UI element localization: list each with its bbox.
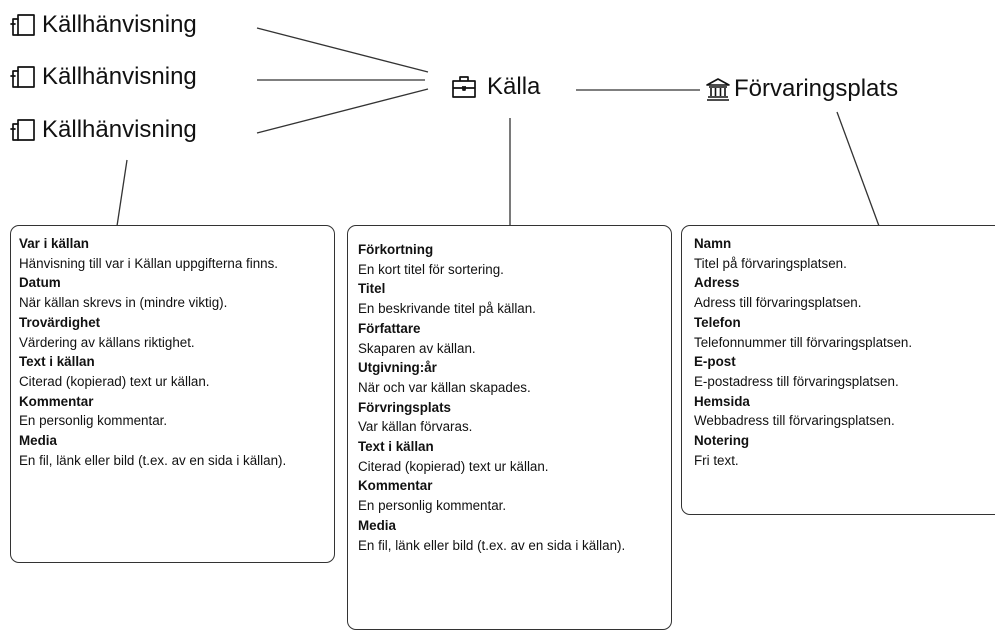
field-description: Telefonnummer till förvaringsplatsen.	[694, 334, 913, 350]
field-name: Titel	[358, 281, 386, 297]
field-name: Notering	[694, 433, 750, 449]
field-name: Författare	[358, 320, 421, 336]
citation-label: Källhänvisning	[42, 11, 197, 38]
citation-node-1: Källhänvisning	[10, 11, 197, 39]
field-name: Media	[358, 517, 396, 533]
field-description: En beskrivande titel på källan.	[358, 301, 536, 317]
citation-label: Källhänvisning	[42, 116, 197, 143]
link-repository-to-box	[836, 111, 880, 227]
field-name: Text i källan	[19, 354, 95, 370]
citation-node-3: Källhänvisning	[10, 116, 197, 144]
source-node: Källa	[451, 73, 540, 101]
link-citation-3-to-source	[256, 88, 429, 134]
field-description: Webbadress till förvaringsplatsen.	[694, 413, 895, 429]
field-name: Datum	[19, 275, 61, 291]
citation-icon	[10, 14, 35, 36]
field-description: Citerad (kopierad) text ur källan.	[358, 458, 549, 474]
link-citation-3-to-box	[116, 159, 128, 227]
field-name: Kommentar	[19, 393, 94, 409]
field-name: Utgivning:år	[358, 360, 437, 376]
field-name: Adress	[694, 275, 740, 291]
field-description: Skaparen av källan.	[358, 340, 476, 356]
field-name: Förvringsplats	[358, 399, 452, 415]
field-name: Hemsida	[694, 393, 750, 409]
citation-icon	[10, 119, 35, 141]
citation-icon	[10, 66, 35, 88]
field-description: Hänvisning till var i Källan uppgifterna…	[19, 255, 279, 271]
source-fields-box: Förkortning En kort titel för sortering. T…	[347, 225, 672, 630]
repository-label: Förvaringsplats	[734, 75, 899, 102]
field-name: Text i källan	[358, 439, 434, 455]
field-name: Var i källan	[19, 236, 89, 251]
field-name: Telefon	[694, 314, 741, 330]
field-description: Titel på förvaringsplatsen.	[694, 255, 847, 271]
repository-node: Förvaringsplats	[705, 75, 898, 103]
field-description: En kort titel för sortering.	[358, 261, 504, 277]
field-name: Media	[19, 433, 57, 449]
link-citation-1-to-source	[256, 27, 429, 73]
field-description: Citerad (kopierad) text ur källan.	[19, 373, 210, 389]
field-description: Fri text.	[694, 452, 739, 468]
field-description: En fil, länk eller bild (t.ex. av en sid…	[19, 452, 287, 468]
field-name: Kommentar	[358, 478, 433, 494]
citation-node-2: Källhänvisning	[10, 63, 197, 91]
field-name: Trovärdighet	[19, 314, 101, 330]
library-building-icon	[706, 78, 730, 101]
field-description: När källan skrevs in (mindre viktig).	[19, 295, 228, 311]
field-description: Adress till förvaringsplatsen.	[694, 295, 862, 311]
citation-label: Källhänvisning	[42, 63, 197, 90]
field-description: En personlig kommentar.	[358, 498, 507, 514]
field-name: Namn	[694, 236, 732, 251]
field-description: När och var källan skapades.	[358, 379, 531, 395]
field-name: Förkortning	[358, 242, 434, 257]
field-name: E-post	[694, 354, 736, 370]
briefcase-icon	[452, 76, 476, 98]
field-description: En personlig kommentar.	[19, 413, 168, 429]
field-description: Var källan förvaras.	[358, 419, 473, 435]
field-description: Värdering av källans riktighet.	[19, 334, 195, 350]
field-description: En fil, länk eller bild (t.ex. av en sid…	[358, 537, 626, 553]
field-description: E-postadress till förvaringsplatsen.	[694, 373, 899, 389]
source-label: Källa	[487, 73, 541, 100]
